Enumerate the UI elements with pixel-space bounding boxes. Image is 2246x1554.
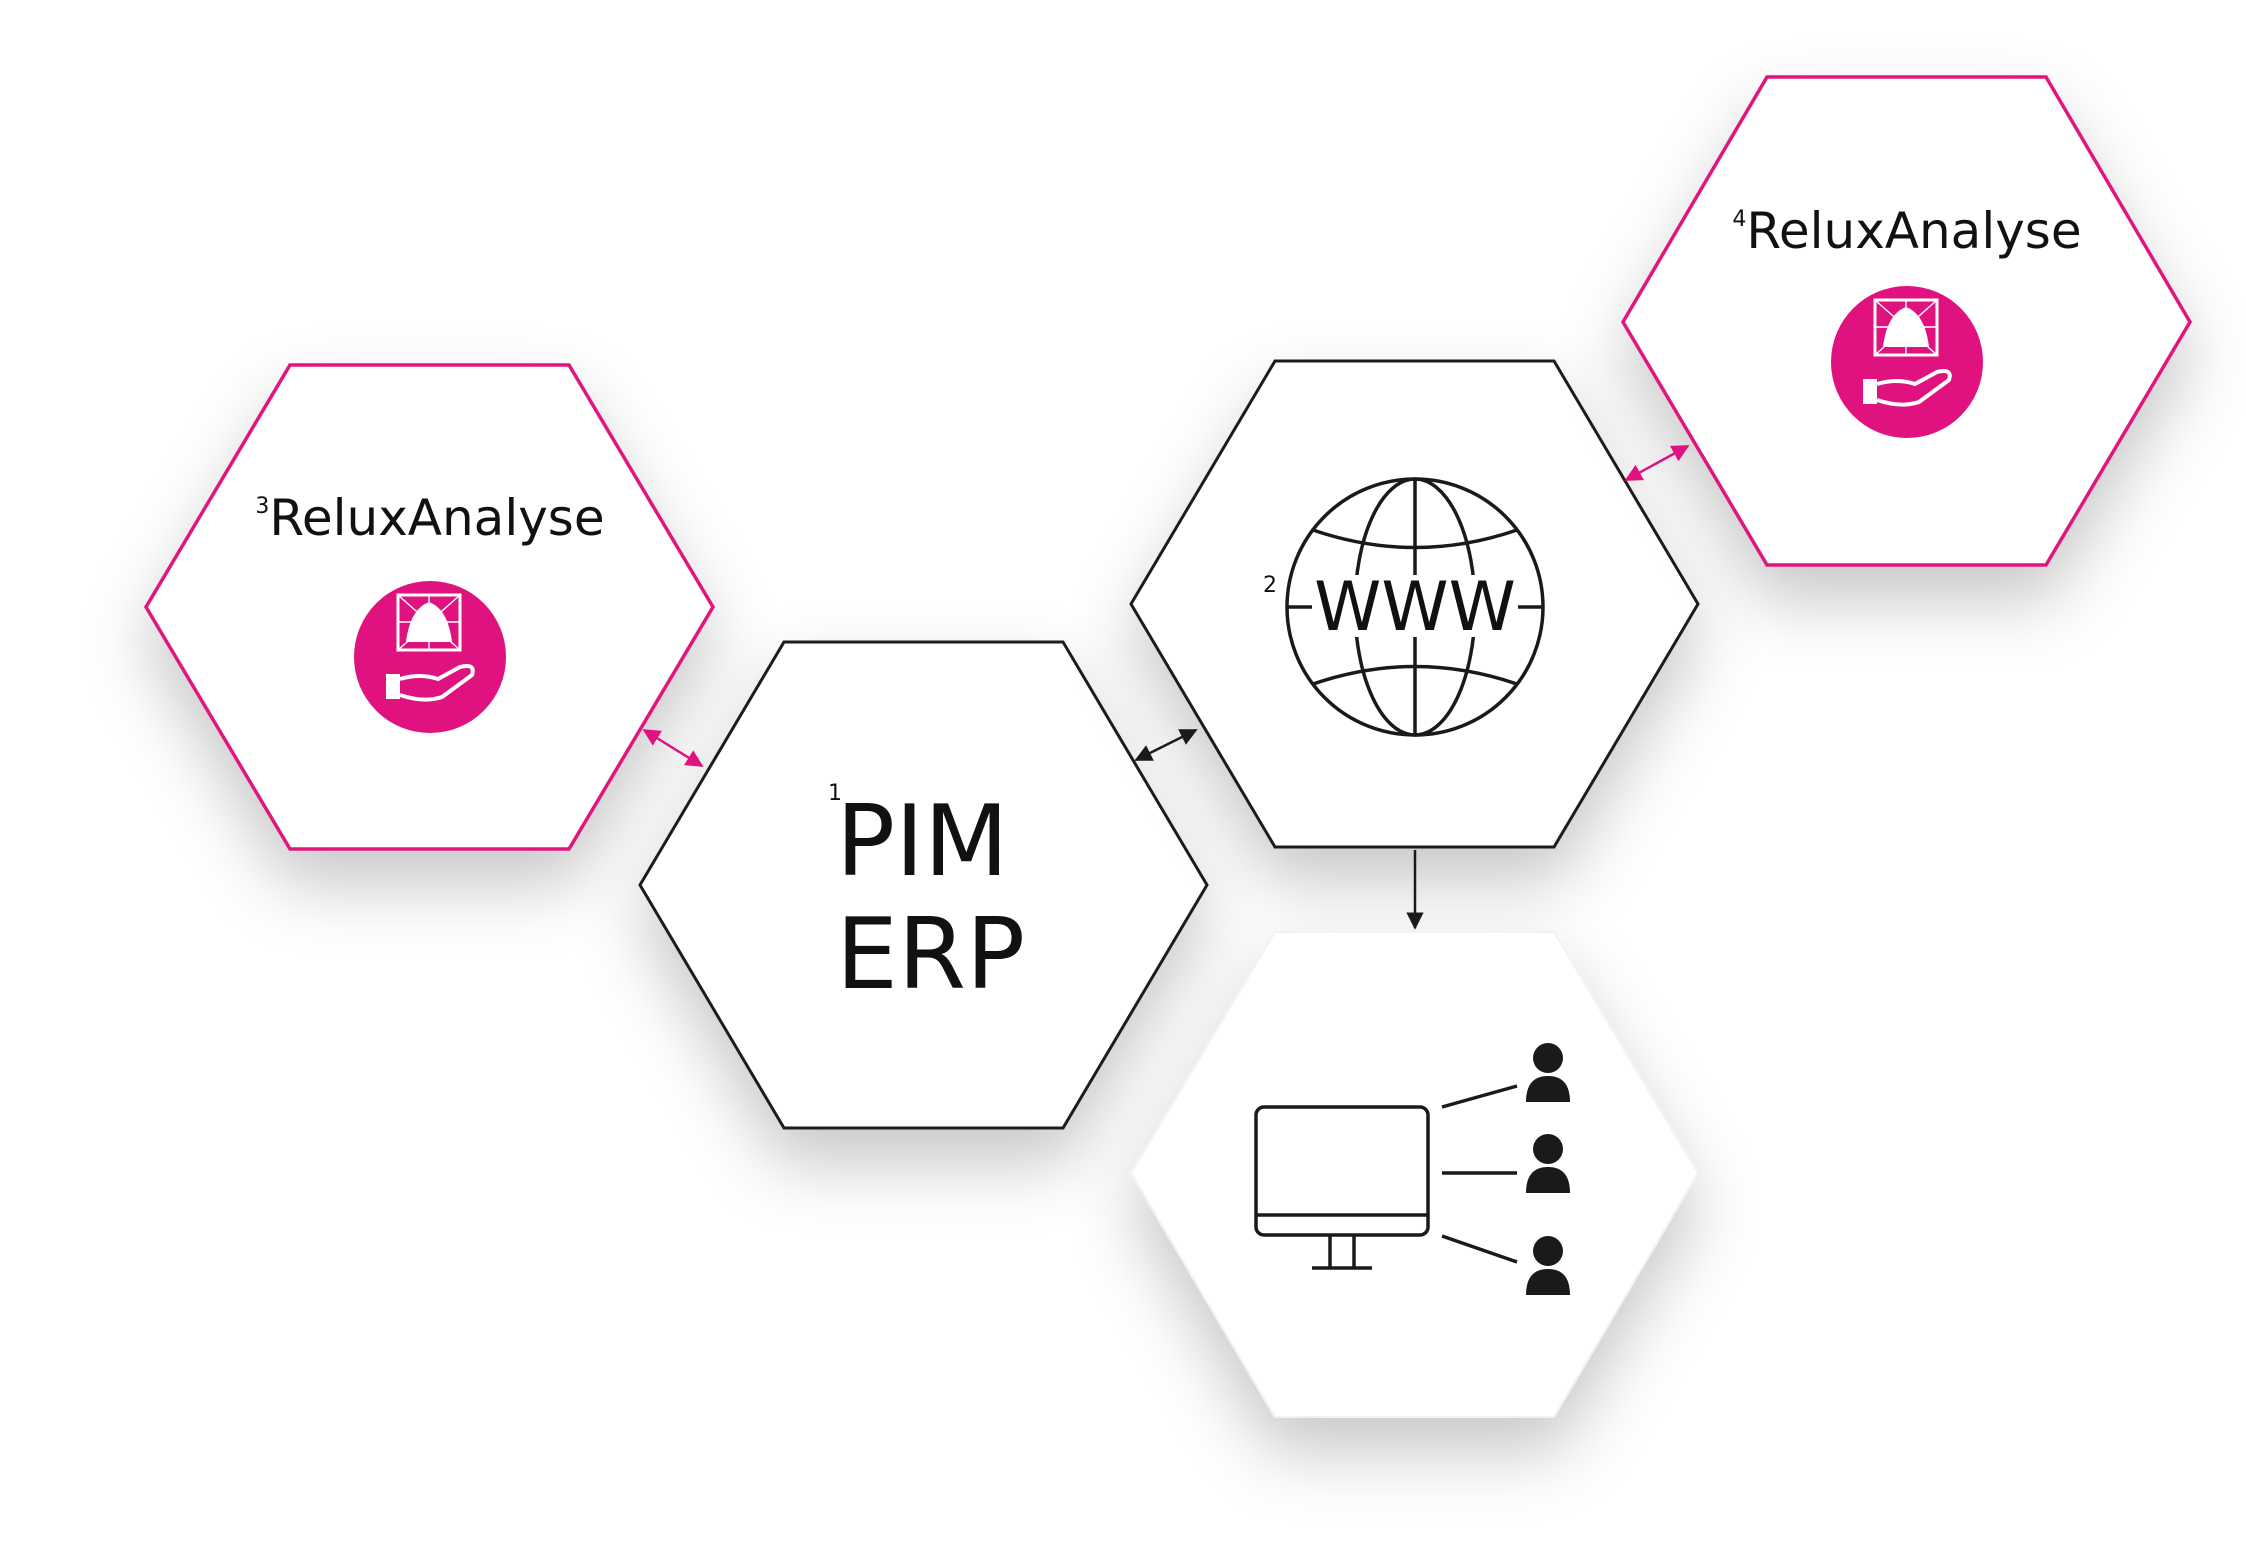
relux-right-text: ReluxAnalyse xyxy=(1746,202,2081,260)
connection-lines xyxy=(1441,1084,1518,1264)
pim-erp-superscript: 1 xyxy=(828,781,842,806)
erp-label: ERP xyxy=(836,898,1025,1012)
relux-analyse-icon xyxy=(1831,286,1983,438)
relux-left-text: ReluxAnalyse xyxy=(269,489,604,547)
node-pim-erp: 1 PIM ERP xyxy=(638,640,1209,1130)
relux-left-label: 3ReluxAnalyse xyxy=(255,489,604,547)
user-icon xyxy=(1526,1134,1570,1193)
node-www: 2 WWW xyxy=(1129,359,1700,849)
hexagon-pim-erp xyxy=(638,640,1209,1130)
node-relux-analyse-right: 4ReluxAnalyse xyxy=(1620,75,2193,567)
hexagon-users xyxy=(1129,931,1700,1418)
connector-www-relux-right xyxy=(1624,444,1690,482)
relux-right-superscript: 4 xyxy=(1732,207,1746,232)
relux-left-superscript: 3 xyxy=(255,494,269,519)
node-relux-analyse-left: 3ReluxAnalyse xyxy=(143,363,716,851)
www-superscript: 2 xyxy=(1263,573,1277,598)
www-label: WWW xyxy=(1314,568,1516,647)
globe-icon xyxy=(1285,477,1545,737)
relux-right-label: 4ReluxAnalyse xyxy=(1732,202,2081,260)
relux-analyse-icon xyxy=(354,581,506,733)
www-label-backdrop xyxy=(1312,575,1518,637)
user-icon xyxy=(1526,1043,1570,1102)
node-users xyxy=(1129,931,1700,1418)
monitor-icon xyxy=(1254,1105,1430,1270)
connector-relux-left-pim xyxy=(642,728,704,768)
connector-pim-www xyxy=(1134,728,1198,762)
pim-label: PIM xyxy=(836,785,1009,899)
user-icon xyxy=(1526,1236,1570,1295)
